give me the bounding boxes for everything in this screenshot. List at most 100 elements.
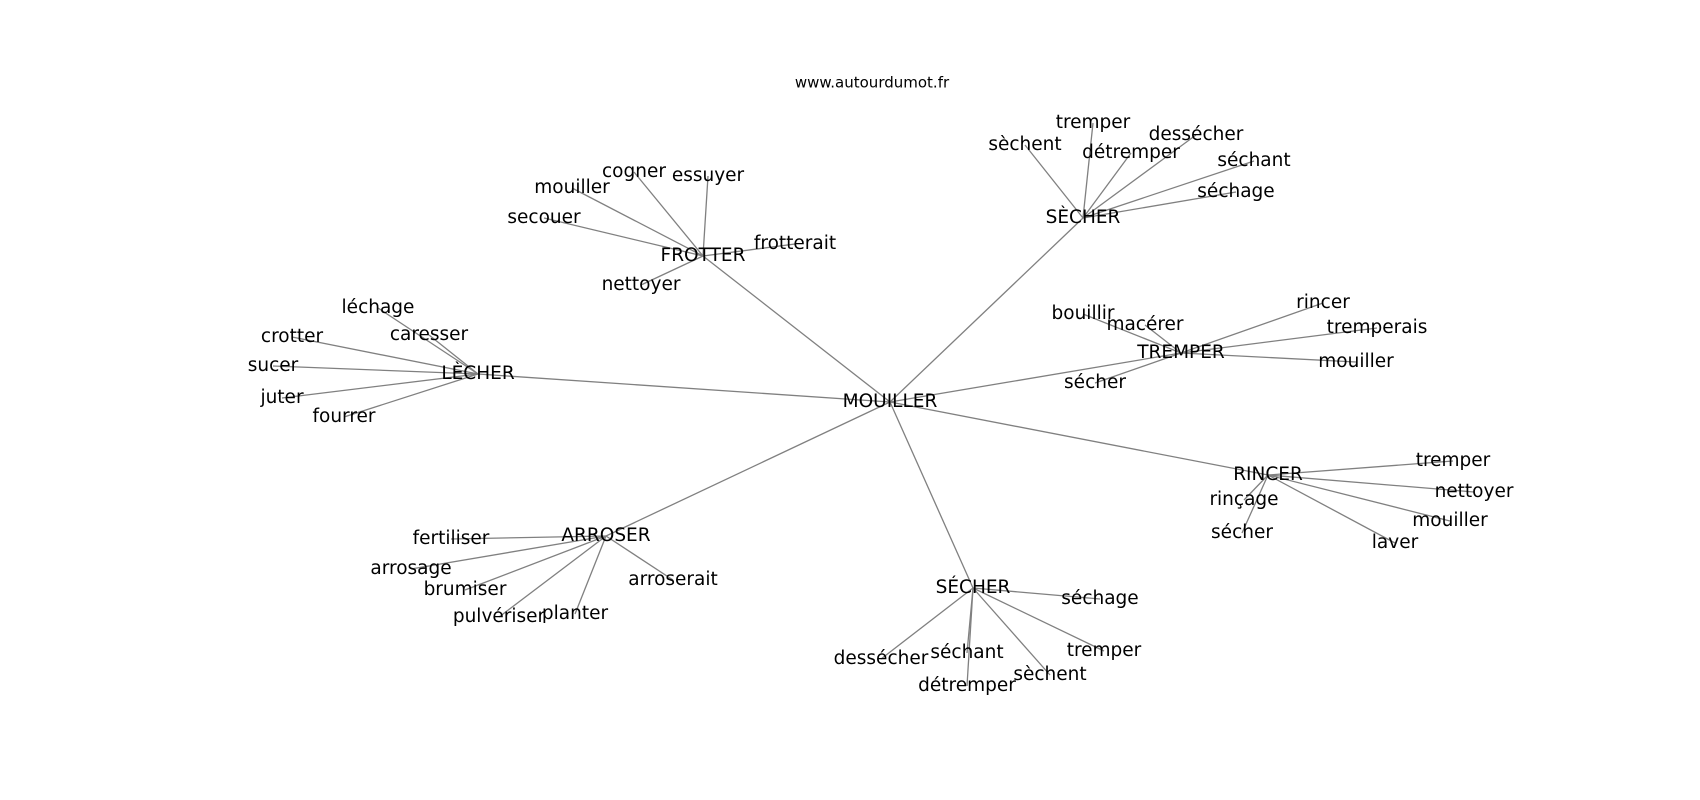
leaf-node-label: séchage — [1061, 588, 1138, 609]
edge-rincer-4 — [1241, 474, 1269, 534]
edge-tremper-5 — [1094, 352, 1182, 384]
edge-rincer-3 — [1267, 474, 1451, 522]
leaf-node-label: nettoyer — [1435, 481, 1514, 502]
group-node-label: RINCER — [1233, 464, 1303, 485]
leaf-node-label: bouillir — [1052, 303, 1115, 324]
leaf-node-label: caresser — [390, 324, 469, 345]
leaf-node-label: tremper — [1416, 450, 1491, 471]
leaf-node-label: séchage — [1197, 181, 1274, 202]
leaf-node-label: mouiller — [1318, 351, 1394, 372]
edge-sécher-4 — [972, 587, 1051, 676]
edge-lècher-5 — [343, 373, 479, 418]
leaf-node-label: secouer — [507, 207, 581, 228]
leaf-node-label: fertiliser — [413, 528, 490, 549]
edge-root-sécher — [889, 401, 974, 589]
edge-lècher-4 — [281, 373, 479, 399]
source-label: www.autourdumot.fr — [795, 74, 950, 92]
group-node-label: ARROSER — [561, 525, 650, 546]
leaf-node-label: détremper — [918, 675, 1016, 696]
leaf-node-label: mouiller — [534, 177, 610, 198]
edge-rincer-5 — [1267, 474, 1396, 544]
leaf-node-label: fourrer — [312, 406, 375, 427]
edge-arroser-1 — [410, 535, 607, 570]
edge-root-frotter — [702, 255, 891, 403]
edge-rincer-2 — [1243, 474, 1269, 501]
edge-frotter-2 — [571, 187, 704, 257]
edge-frotter-5 — [640, 255, 704, 286]
leaf-node-label: sèchent — [988, 134, 1061, 155]
leaf-node-label: tremper — [1056, 112, 1131, 133]
edge-tremper-3 — [1180, 327, 1378, 354]
edge-lècher-0 — [377, 307, 479, 375]
edge-lècher-1 — [291, 336, 479, 375]
edge-lècher-2 — [428, 334, 479, 375]
group-node-label: TREMPER — [1136, 342, 1225, 363]
leaf-node-label: tremper — [1067, 640, 1142, 661]
edge-arroser-3 — [605, 535, 674, 581]
edge-sécher-3 — [880, 587, 974, 660]
leaf-node-label: dessécher — [834, 648, 929, 669]
edge-sécher-1 — [972, 587, 1105, 652]
group-node-label: SÉCHER — [936, 576, 1011, 598]
leaf-node-label: planter — [542, 603, 609, 624]
edge-arroser-0 — [450, 535, 607, 540]
edge-frotter-3 — [543, 217, 704, 257]
edge-sècher-5 — [1082, 191, 1237, 219]
leaf-node-label: arrosage — [370, 558, 451, 579]
edge-lècher-3 — [272, 365, 479, 375]
graph-labels: MOUILLERSÈCHERsèchenttremperdétremperdes… — [248, 112, 1514, 696]
edge-sècher-1 — [1082, 122, 1094, 219]
edge-arroser-4 — [498, 535, 607, 618]
leaf-node-label: séchant — [1217, 150, 1290, 171]
edge-root-lècher — [477, 373, 891, 403]
leaf-node-label: arroserait — [628, 569, 718, 590]
root-node-label: MOUILLER — [843, 391, 938, 412]
edge-tremper-4 — [1180, 352, 1357, 363]
leaf-node-label: mouiller — [1412, 510, 1488, 531]
edge-sècher-0 — [1024, 144, 1084, 219]
leaf-node-label: tremperais — [1327, 317, 1428, 338]
leaf-node-label: cogner — [602, 161, 666, 182]
edge-sècher-3 — [1082, 134, 1197, 219]
group-node-label: LÈCHER — [441, 362, 515, 384]
leaf-node-label: pulvériser — [453, 606, 546, 627]
group-node-label: FROTTER — [661, 245, 746, 266]
edge-frotter-1 — [702, 175, 709, 257]
leaf-node-label: rinçage — [1209, 489, 1278, 510]
leaf-node-label: dessécher — [1149, 124, 1244, 145]
edge-root-rincer — [889, 401, 1269, 476]
leaf-node-label: détremper — [1082, 142, 1180, 163]
edge-rincer-1 — [1267, 474, 1475, 493]
leaf-node-label: essuyer — [672, 165, 745, 186]
leaf-node-label: séchant — [930, 642, 1003, 663]
leaf-node-label: léchage — [342, 297, 415, 318]
leaf-node-label: sécher — [1211, 522, 1273, 543]
edge-rincer-0 — [1267, 460, 1454, 476]
group-node-label: SÈCHER — [1046, 206, 1121, 228]
edge-arroser-5 — [574, 535, 607, 615]
leaf-node-label: laver — [1372, 532, 1419, 553]
edge-tremper-2 — [1180, 302, 1324, 354]
edge-sécher-0 — [972, 587, 1101, 600]
edge-arroser-2 — [464, 535, 607, 591]
edge-sècher-2 — [1082, 152, 1132, 219]
edge-tremper-0 — [1082, 313, 1182, 354]
leaf-node-label: crotter — [261, 326, 324, 347]
leaf-node-label: sucer — [248, 355, 299, 376]
edge-sècher-4 — [1082, 160, 1255, 219]
leaf-node-label: sèchent — [1013, 664, 1086, 685]
leaf-node-label: nettoyer — [602, 274, 681, 295]
leaf-node-label: juter — [259, 387, 304, 408]
edge-root-sècher — [889, 217, 1084, 403]
edge-frotter-0 — [633, 171, 704, 257]
edge-frotter-4 — [702, 243, 796, 257]
leaf-node-label: sécher — [1064, 372, 1126, 393]
leaf-node-label: frotterait — [754, 233, 836, 254]
leaf-node-label: macérer — [1106, 314, 1183, 335]
graph-edges — [272, 122, 1475, 687]
edge-root-tremper — [889, 352, 1182, 403]
leaf-node-label: brumiser — [424, 579, 507, 600]
edge-tremper-1 — [1144, 324, 1182, 354]
edge-root-arroser — [605, 401, 891, 537]
